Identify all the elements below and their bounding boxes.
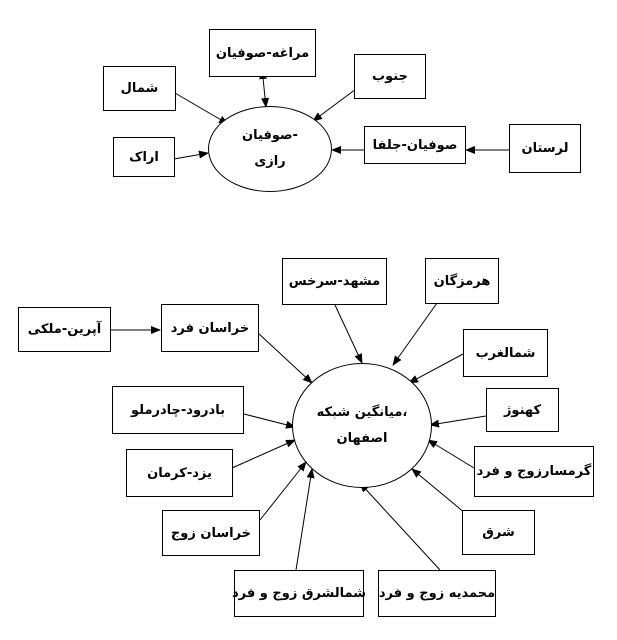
- arrow-hormozgan-to-hub: [392, 302, 438, 366]
- box-shomal-gharb-label: شمالغرب: [475, 345, 536, 361]
- box-shargh-label: شرق: [482, 525, 515, 540]
- box-arak: اراک: [113, 137, 175, 177]
- box-kahnouj: کهنوژ: [486, 388, 559, 432]
- box-yazd-kerman-label: یزد-کرمان: [147, 465, 212, 481]
- arrow-mohammadieh-to-hub: [359, 482, 441, 571]
- hub-isfahan-line1: میانگین شبکه،: [316, 404, 408, 420]
- arrow-shomalshargh-to-hub: [295, 468, 315, 571]
- box-khorasan-zouj-label: خراسان زوج: [170, 525, 252, 541]
- box-aprin-maleki-label: آپرین-ملکی: [27, 322, 102, 337]
- box-shomal-gharb: شمالغرب: [463, 329, 548, 377]
- box-arak-label: اراک: [129, 149, 159, 165]
- box-maragheh-soufian: مراغه-صوفیان: [209, 29, 316, 77]
- box-jonoub-label: جنوب: [372, 69, 408, 84]
- box-aprin-maleki: آپرین-ملکی: [18, 307, 111, 352]
- arrow-khorasanfard-to-hub: [257, 332, 313, 384]
- hub-soufian-razi-line1: صوفیان-: [242, 128, 298, 143]
- box-hormozgan-label: هرمزگان: [433, 273, 491, 289]
- box-garmsar-label: گرمسارزوج و فرد: [476, 464, 592, 479]
- box-khorasan-fard-label: خراسان فرد: [170, 320, 250, 336]
- box-maragheh-soufian-label: مراغه-صوفیان: [215, 45, 310, 61]
- hub-isfahan-line2: اصفهان: [336, 430, 388, 446]
- box-soufian-jolfa-label: صوفیان-جلفا: [372, 137, 458, 153]
- box-soufian-jolfa: صوفیان-جلفا: [364, 126, 466, 164]
- arrow-garmsar-to-hub: [427, 439, 475, 469]
- hub-isfahan-average: میانگین شبکه، اصفهان: [292, 363, 432, 488]
- box-mohammadieh: محمدیه زوج و فرد: [378, 570, 496, 617]
- box-shomal: شمال: [103, 66, 176, 111]
- box-yazd-kerman: یزد-کرمان: [126, 449, 233, 497]
- box-badroud-chadormalu-label: بادرود-چادرملو: [131, 402, 225, 418]
- arrow-shargh-to-hub: [411, 468, 466, 514]
- box-khorasan-fard: خراسان فرد: [161, 304, 259, 352]
- box-shomal-shargh: شمالشرق زوج و فرد: [231, 570, 367, 617]
- box-mashhad-sarakhs-label: مشهد-سرخس: [288, 274, 381, 289]
- box-shomal-label: شمال: [120, 81, 159, 96]
- box-mohammadieh-label: محمدیه زوج و فرد: [378, 586, 496, 601]
- box-shomal-shargh-label: شمالشرق زوج و فرد: [231, 586, 367, 601]
- box-lorestan: لرستان: [509, 124, 581, 173]
- hub-soufian-razi: صوفیان- رازی: [208, 106, 332, 192]
- box-mashhad-sarakhs: مشهد-سرخس: [282, 258, 387, 305]
- box-lorestan-label: لرستان: [521, 141, 569, 156]
- arrow-yazd-to-hub: [231, 439, 296, 469]
- box-shargh: شرق: [462, 510, 535, 555]
- arrow-badroud-to-hub: [243, 413, 296, 429]
- box-kahnouj-label: کهنوژ: [503, 402, 542, 418]
- arrow-shomalgharb-to-hub: [408, 353, 464, 384]
- box-jonoub: جنوب: [354, 54, 426, 99]
- box-hormozgan: هرمزگان: [425, 258, 499, 304]
- arrow-khorasanzouj-to-hub: [259, 461, 307, 521]
- arrow-arak-to-hub: [173, 150, 209, 160]
- arrow-kahnouj-to-hub: [429, 415, 487, 428]
- arrow-jonoub-to-hub: [312, 88, 357, 122]
- box-badroud-chadormalu: بادرود-چادرملو: [112, 386, 244, 434]
- arrow-maragheh-to-hub: [259, 69, 270, 108]
- box-garmsar: گرمسارزوج و فرد: [474, 446, 594, 497]
- box-khorasan-zouj: خراسان زوج: [162, 510, 260, 556]
- arrow-mashhad-to-hub: [334, 304, 363, 364]
- hub-soufian-razi-line2: رازی: [254, 154, 286, 169]
- arrow-shomal-to-hub: [174, 92, 229, 125]
